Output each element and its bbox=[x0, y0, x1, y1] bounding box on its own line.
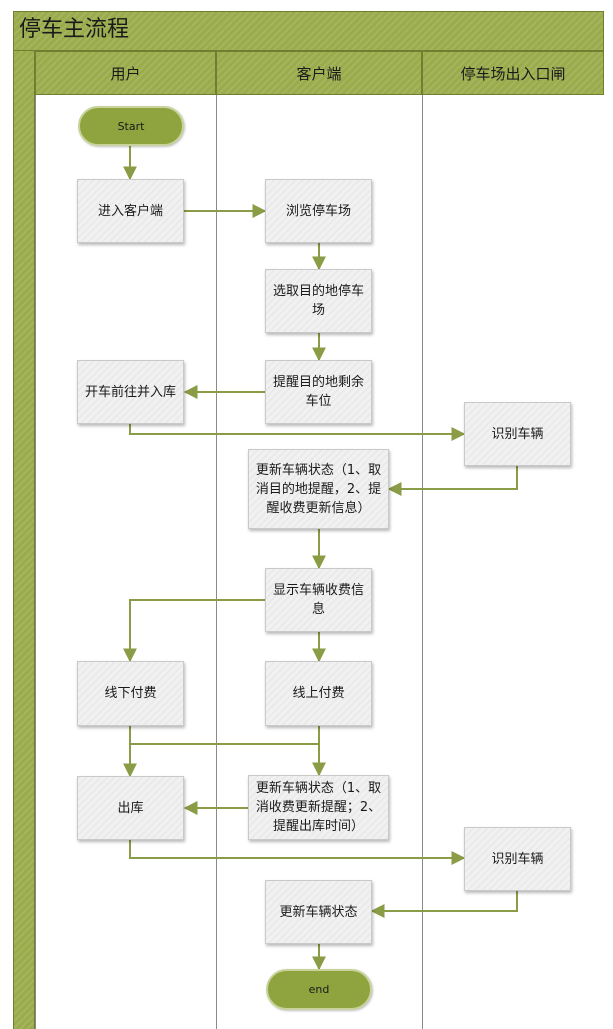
edge-identify2-update3 bbox=[370, 890, 518, 918]
node-online-pay: 线上付费 bbox=[265, 661, 372, 726]
edge-exit-identify2 bbox=[129, 840, 466, 865]
pool-side-bar bbox=[13, 51, 35, 1029]
diagram-title: 停车主流程 bbox=[19, 17, 130, 42]
node-enter-client: 进入客户端 bbox=[77, 179, 184, 243]
end-terminal: end bbox=[266, 969, 372, 1010]
node-identify-vehicle-2: 识别车辆 bbox=[464, 827, 571, 891]
edge-showfee-offline bbox=[123, 599, 265, 663]
node-drive-in: 开车前往并入库 bbox=[77, 360, 184, 424]
title-bar bbox=[13, 11, 604, 51]
node-exit-garage: 出库 bbox=[77, 776, 184, 840]
lane-header-client: 客户端 bbox=[216, 51, 422, 95]
lane-divider-user-client bbox=[216, 95, 217, 1029]
node-browse-parking: 浏览停车场 bbox=[265, 179, 372, 243]
lane-header-user: 用户 bbox=[35, 51, 216, 95]
node-remind-spaces: 提醒目的地剩余车位 bbox=[265, 360, 372, 424]
start-terminal: Start bbox=[78, 106, 184, 146]
edge-drive-identify1 bbox=[129, 424, 466, 441]
edge-identify1-update1 bbox=[387, 466, 518, 496]
lane-header-gate: 停车场出入口闸 bbox=[422, 51, 604, 95]
node-update-status-1: 更新车辆状态（1、取消目的地提醒，2、提醒收费更新信息） bbox=[248, 449, 389, 529]
lane-divider-client-gate bbox=[422, 95, 423, 1029]
edge-offline-update2 bbox=[129, 726, 326, 777]
node-identify-vehicle-1: 识别车辆 bbox=[464, 402, 571, 466]
node-select-destination: 选取目的地停车场 bbox=[265, 269, 372, 333]
node-update-status-2: 更新车辆状态（1、取消收费更新提醒；2、提醒出库时间） bbox=[248, 775, 389, 840]
lane-divider-left bbox=[35, 95, 36, 1029]
node-update-status-3: 更新车辆状态 bbox=[265, 880, 372, 944]
node-offline-pay: 线下付费 bbox=[77, 661, 184, 726]
node-show-fee: 显示车辆收费信息 bbox=[265, 568, 372, 632]
